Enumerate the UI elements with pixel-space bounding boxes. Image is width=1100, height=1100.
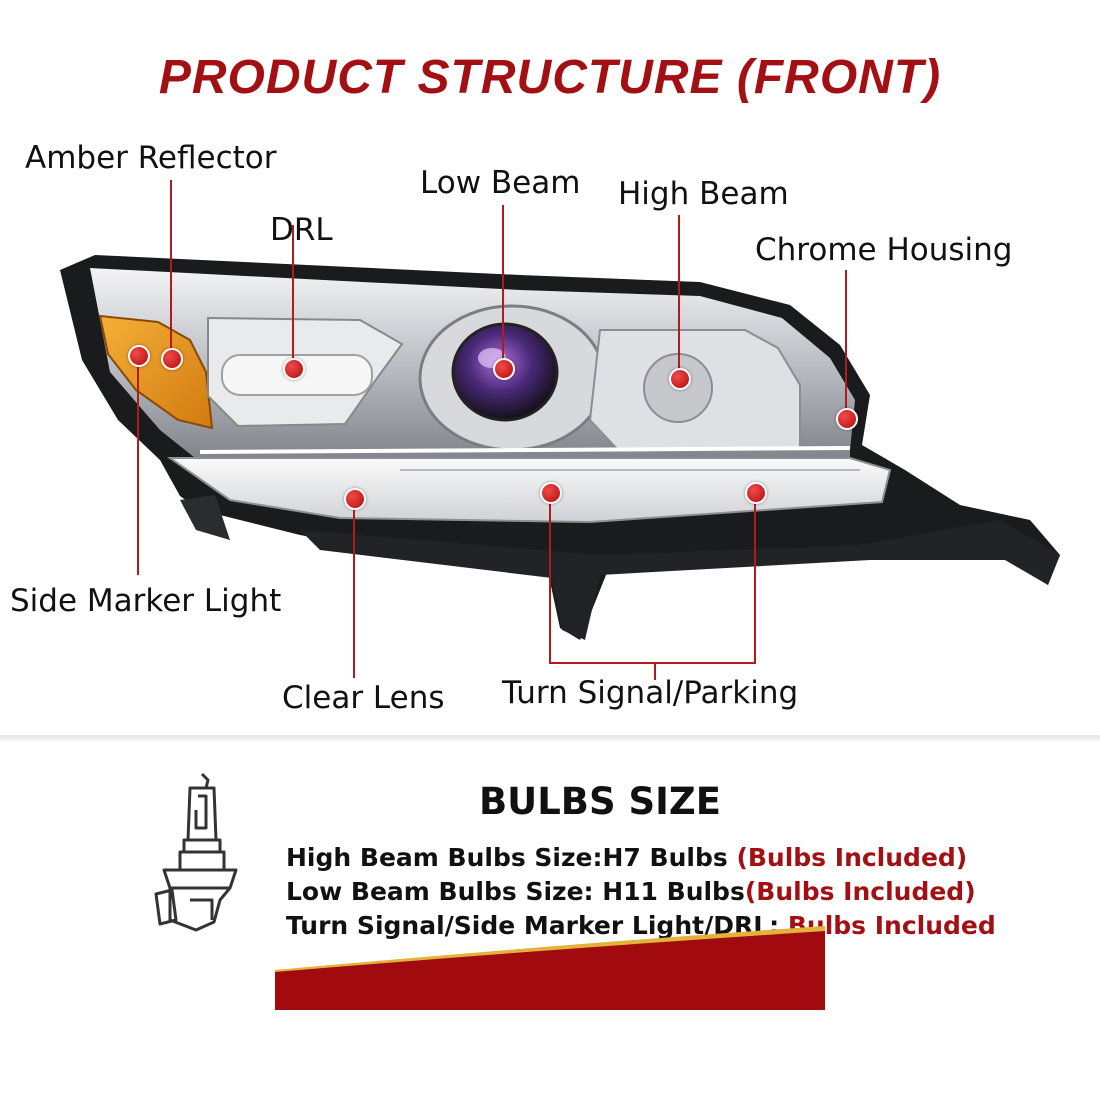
footer-title: PROFESSIONAL HEADLIGHTS SELLER [119,1030,981,1079]
marker-turn-right [745,482,767,504]
leader-turn-stem [654,662,656,680]
section-divider [0,735,1100,741]
label-high-beam: High Beam [618,176,789,212]
marker-high-beam [669,368,691,390]
spec-row-low-beam: Low Beam Bulbs Size: H11 Bulbs(Bulbs Inc… [286,877,976,906]
leader-drl [292,225,294,367]
label-turn-signal: Turn Signal/Parking [502,675,799,711]
label-low-beam: Low Beam [420,165,581,201]
label-drl: DRL [270,212,333,248]
marker-drl [283,358,305,380]
bottom-bracket [300,520,1060,640]
label-clear-lens: Clear Lens [282,680,445,716]
spec-text: High Beam Bulbs Size:H7 Bulbs [286,843,737,872]
leader-turn-join [549,662,756,664]
marker-low-beam [493,358,515,380]
leader-amber [170,180,172,358]
leader-high-beam [678,215,680,380]
page-title: PRODUCT STRUCTURE (FRONT) [158,51,942,104]
spec-highlight: (Bulbs Included) [736,843,968,872]
leader-chrome-housing [845,270,847,418]
leader-turn-left [549,490,551,663]
leader-low-beam [502,205,504,365]
label-side-marker: Side Marker Light [10,583,282,619]
marker-turn-left [540,482,562,504]
leader-turn-right [754,490,756,663]
amber-reflector-shape [98,314,214,430]
marker-side-marker [128,345,150,367]
label-amber-reflector: Amber Reflector [25,140,277,176]
bulb-icon [154,772,238,932]
spec-row-high-beam: High Beam Bulbs Size:H7 Bulbs (Bulbs Inc… [286,843,967,872]
headlight-illustration [60,255,1060,640]
marker-amber [161,348,183,370]
marker-chrome-housing [836,408,858,430]
leader-side-marker [137,355,139,575]
spec-text: Low Beam Bulbs Size: H11 Bulbs [286,877,745,906]
spec-highlight: (Bulbs Included) [744,877,976,906]
footer-banner [275,926,825,1010]
bulbs-heading: BULBS SIZE [478,780,722,823]
marker-clear-lens [344,488,366,510]
leader-clear-lens [353,498,355,678]
label-chrome-housing: Chrome Housing [755,232,1013,268]
spec-text: Turn Signal/Side Marker Light/DRL: [286,911,788,940]
